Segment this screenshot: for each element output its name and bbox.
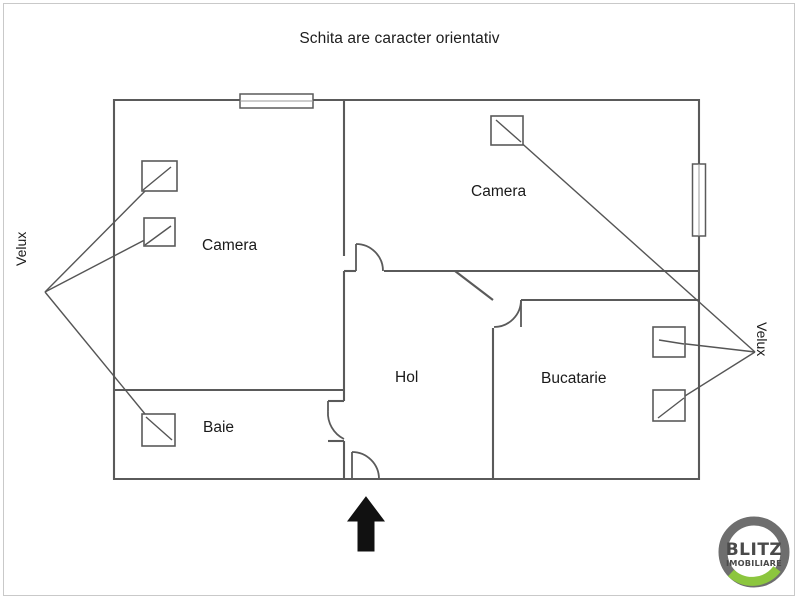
- door-entrance: [351, 451, 380, 480]
- page-title: Schita are caracter orientativ: [299, 30, 500, 47]
- outer-walls: [112, 98, 701, 481]
- skylight-bucatarie-lower: [652, 389, 686, 422]
- brand-logo: BLITZ IMOBILIARE: [716, 514, 792, 590]
- room-label-baie: Baie: [203, 419, 235, 436]
- velux-left-leader-lines: [44, 175, 161, 432]
- skylight-baie: [141, 413, 176, 447]
- entrance-arrow: [347, 496, 385, 552]
- logo-brand-text: BLITZ: [725, 540, 783, 560]
- room-label-bucatarie: Bucatarie: [541, 370, 607, 387]
- velux-label-left: Velux: [13, 231, 29, 266]
- room-label-camera-right: Camera: [471, 183, 527, 200]
- door-bucatarie: [493, 299, 522, 328]
- interior-walls: [114, 100, 699, 479]
- window-top-wall: [239, 93, 314, 109]
- velux-label-right: Velux: [754, 322, 770, 357]
- skylight-squares: [141, 115, 686, 447]
- room-label-hol: Hol: [395, 369, 419, 386]
- room-label-camera-left: Camera: [202, 237, 258, 254]
- velux-right-leader-lines: [506, 129, 756, 407]
- skylight-leader-stubs: [142, 119, 685, 441]
- window-right-wall: [691, 163, 707, 237]
- door-baie: [327, 401, 345, 440]
- door-hol-north: [355, 243, 384, 272]
- logo-subtitle-text: IMOBILIARE: [726, 558, 782, 568]
- doors: [327, 243, 522, 480]
- logo-ring: [718, 516, 790, 588]
